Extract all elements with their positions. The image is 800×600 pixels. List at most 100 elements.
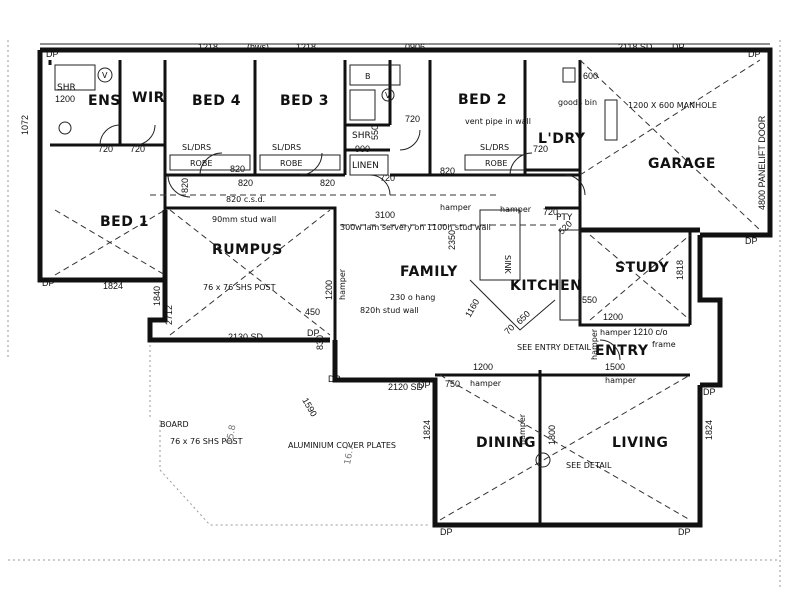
detail-marker (535, 452, 551, 468)
dim-820-e: 820 (440, 166, 455, 176)
top-dim-2: 1218 (296, 42, 316, 52)
room-study: STUDY (615, 260, 670, 276)
dp-6: DP (678, 527, 691, 537)
kitchen-pantry-bench (559, 229, 581, 321)
room-living: LIVING (612, 435, 668, 451)
dp-5: DP (440, 527, 453, 537)
outer-walls (37, 47, 773, 528)
wc-bath: V (385, 91, 391, 100)
dim-3100: 3100 (375, 210, 395, 220)
note-goods-bin: goods bin (558, 98, 597, 107)
dim-550-kit: 550 (582, 295, 597, 305)
dim-820-c: 820 (238, 178, 253, 188)
note-handwritten-1: 35.8 (225, 424, 238, 446)
dim-1824-left: 1824 (103, 281, 123, 291)
fixtures (54, 64, 618, 468)
dp-2: DP (307, 328, 320, 338)
note-post-b: 76 x 76 SHS POST (170, 437, 243, 446)
robe-bed4 (169, 154, 251, 171)
note-hamper-entry-v: hamper (590, 328, 599, 360)
ens-wc (97, 67, 113, 83)
room-rumpus: RUMPUS (212, 242, 283, 258)
hws-badge: (hws) (247, 42, 269, 52)
dim-2120: 2120 SD (388, 382, 424, 392)
robe-bed4-label: ROBE (190, 159, 212, 168)
note-manhole: 1200 X 600 MANHOLE (628, 101, 717, 110)
note-csd: 820 c.s.d. (226, 195, 265, 204)
note-see-detail: SEE DETAIL (566, 461, 612, 470)
dim-1800: 1800 (547, 425, 557, 445)
dp-8: DP (46, 49, 59, 59)
robe-bed3-label: ROBE (280, 159, 302, 168)
room-sink: SINK (503, 255, 512, 274)
dim-1210: 1210 c/o (633, 327, 668, 337)
robe-bed2 (464, 154, 526, 171)
laundry-tub (562, 67, 576, 83)
manhole (604, 99, 618, 141)
dim-1200-ens: 1200 (55, 94, 75, 104)
top-dim-1: 1218 (198, 42, 218, 52)
dim-1840: 1840 (152, 286, 162, 306)
bath-wc (381, 88, 395, 102)
dp-1: DP (42, 278, 55, 288)
dim-1824-living: 1824 (704, 420, 714, 440)
linen-cupboard (349, 154, 389, 176)
dim-720-linen: 720 (380, 173, 395, 183)
dim-550: 550 (370, 125, 380, 140)
note-post-a: 76 x 76 SHS POST (203, 283, 276, 292)
robe-bed2-label: ROBE (485, 159, 507, 168)
robe-bed3 (259, 154, 341, 171)
dim-2130: 2130 SD (228, 332, 264, 342)
note-hamper-entry2: hamper (605, 376, 637, 385)
note-stud-820: 820h stud wall (360, 306, 419, 315)
dim-1160: 1160 (463, 297, 481, 319)
top-dimensions: 1218 1218 0906 2118 SD (hws) DP (40, 42, 770, 52)
dim-2712: 2712 (164, 305, 174, 325)
dim-1200-rumpus: 1200 (324, 280, 334, 300)
bath-basin (349, 89, 376, 121)
top-dp: DP (672, 42, 685, 52)
sldrs-bed3-label: SL/DRS (272, 143, 301, 152)
top-dim-3: 0906 (405, 42, 425, 52)
room-bed3: BED 3 (280, 93, 329, 109)
dim-2350: 2350 (447, 230, 457, 250)
note-hang: 230 o hang (390, 293, 435, 302)
dimensions: 1200 1072 720 720 720 720 900 550 820 82… (20, 71, 767, 445)
dp-3: DP (328, 374, 341, 384)
dim-720-ens: 720 (98, 144, 113, 154)
room-garage: GARAGE (648, 156, 716, 172)
top-dim-4: 2118 SD (618, 42, 653, 52)
room-shr-ens: SHR (57, 83, 76, 93)
room-bed2: BED 2 (458, 92, 507, 108)
bath-tub (349, 64, 401, 86)
room-family: FAMILY (400, 264, 458, 280)
dp-10: DP (703, 387, 716, 397)
downpipes: DP DP DP DP DP DP DP DP DP DP (42, 49, 761, 537)
dim-720-kit: 720 (543, 207, 558, 217)
sldrs-bed4-label: SL/DRS (182, 143, 211, 152)
room-entry: ENTRY (595, 343, 649, 359)
dim-1818: 1818 (675, 260, 685, 280)
dim-830: 830 (315, 335, 325, 350)
note-handwritten-2: 16.7 (343, 444, 356, 465)
dim-750: 750 (445, 379, 460, 389)
notes: 1200 X 600 MANHOLE vent pipe in wall 300… (160, 98, 717, 470)
dim-720-bath: 720 (405, 114, 420, 124)
dim-820-b: 820 (230, 164, 245, 174)
note-hamper-rumpus: hamper (338, 268, 347, 300)
wc-ens: V (102, 71, 108, 80)
ens-basin (58, 121, 72, 135)
dim-1824-dining: 1824 (422, 420, 432, 440)
note-hamper-family: hamper (440, 203, 472, 212)
kitchen-island (469, 279, 556, 331)
note-frame: frame (652, 340, 676, 349)
dim-4800: 4800 PANELIFT DOOR (757, 115, 767, 210)
room-labels: ENS WIR BED 4 BED 3 BED 2 L'DRY GARAGE B… (57, 71, 716, 451)
room-bed1: BED 1 (100, 214, 149, 230)
dim-1200-study: 1200 (603, 312, 623, 322)
note-laminated: 300w lam servery on 1100h stud wall (340, 223, 491, 232)
dim-820-a: 820 (180, 178, 190, 193)
dp-4: DP (418, 380, 431, 390)
note-aluminium: ALUMINIUM COVER PLATES (288, 441, 396, 450)
